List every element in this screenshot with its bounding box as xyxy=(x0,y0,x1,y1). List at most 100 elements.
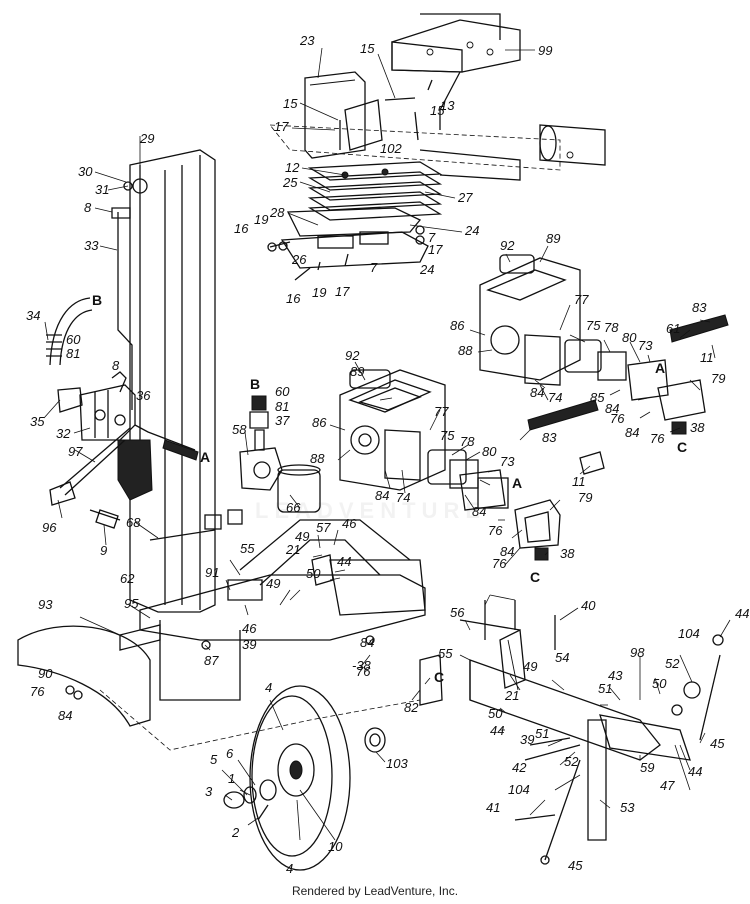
callout-label: 15 xyxy=(283,96,298,111)
callout-label: 23 xyxy=(299,33,315,48)
callout-label: 76 xyxy=(492,556,507,571)
callout-label: 28 xyxy=(269,205,285,220)
callout-label: 13 xyxy=(440,98,455,113)
column xyxy=(117,149,216,613)
callout-label: 4 xyxy=(265,680,272,695)
callout-label: 79 xyxy=(578,490,592,505)
callout-label: 8 xyxy=(84,200,92,215)
callout-label: 50 xyxy=(306,566,321,581)
callout-label: 24 xyxy=(464,223,479,238)
callout-label: 62 xyxy=(120,571,135,586)
pipe-a-end xyxy=(162,439,199,461)
callout-label: 58 xyxy=(232,422,247,437)
callout-label: 59 xyxy=(640,760,654,775)
callout-label: 4 xyxy=(286,861,293,876)
callout-label: 32 xyxy=(56,426,71,441)
callout-label: 53 xyxy=(620,800,635,815)
coupler-right xyxy=(564,314,729,435)
callout-label: 52 xyxy=(564,754,579,769)
top-bolts xyxy=(267,79,433,281)
callout-label: 12 xyxy=(285,160,300,175)
callout-label: 90 xyxy=(38,666,53,681)
callout-label: 57 xyxy=(316,520,331,535)
leader-lines xyxy=(43,47,731,841)
connection-letter: B xyxy=(92,292,102,308)
callout-label: 74 xyxy=(548,390,562,405)
callout-label: 75 xyxy=(586,318,601,333)
callout-label: 81 xyxy=(275,399,289,414)
callout-label: 17 xyxy=(335,284,350,299)
callout-label: 33 xyxy=(84,238,99,253)
callout-label: 6 xyxy=(226,746,234,761)
callout-label: 80 xyxy=(482,444,497,459)
callout-label: 11 xyxy=(700,350,714,365)
callout-label: 86 xyxy=(312,415,327,430)
callout-label: 84 xyxy=(500,544,514,559)
callout-label: 79 xyxy=(711,371,725,386)
callout-label: 88 xyxy=(458,343,473,358)
coupler-center xyxy=(427,449,509,511)
callout-label: 37 xyxy=(275,413,290,428)
footer-credit: Rendered by LeadVenture, Inc. xyxy=(291,884,459,898)
callout-label: 3 xyxy=(205,784,213,799)
callout-label: 51 xyxy=(535,726,549,741)
callout-label: 9 xyxy=(100,543,107,558)
engine-right xyxy=(479,254,581,386)
callout-label: 66 xyxy=(286,500,301,515)
callout-label: 50 xyxy=(488,706,503,721)
chains xyxy=(540,634,724,865)
callout-label: 39 xyxy=(242,637,256,652)
callout-label: 49 xyxy=(266,576,280,591)
misc-fasteners xyxy=(65,509,701,821)
hydraulic-line xyxy=(111,207,133,410)
callout-label: 49 xyxy=(523,659,537,674)
callout-label: 45 xyxy=(710,736,725,751)
callout-label: 60 xyxy=(66,332,81,347)
connection-letter: C xyxy=(434,669,444,685)
callout-label: 83 xyxy=(542,430,557,445)
callout-labels: 23 15 99 15 13 15 17 102 12 25 27 29 30 … xyxy=(26,33,749,876)
callout-label: 16 xyxy=(234,221,249,236)
connection-letter: C xyxy=(677,439,687,455)
callout-label: 76 xyxy=(610,411,625,426)
callout-label: 15 xyxy=(430,103,445,118)
base-frame xyxy=(99,519,426,751)
callout-label: 80 xyxy=(622,330,637,345)
callout-label: 41 xyxy=(486,800,500,815)
callout-label: 73 xyxy=(500,454,515,469)
callout-label: 21 xyxy=(285,542,300,557)
callout-label: 73 xyxy=(638,338,653,353)
callout-label: 7 xyxy=(428,230,436,245)
callout-label: 78 xyxy=(604,320,619,335)
callout-label: 86 xyxy=(450,318,465,333)
callout-label: 44 xyxy=(490,723,504,738)
callout-label: 76 xyxy=(650,431,665,446)
callout-label: 19 xyxy=(254,212,268,227)
callout-label: 98 xyxy=(630,645,645,660)
callout-label: 61 xyxy=(666,321,680,336)
hitch-tongue xyxy=(459,619,691,841)
callout-label: 56 xyxy=(450,605,465,620)
callout-label: 84 xyxy=(530,385,544,400)
callout-label: 99 xyxy=(538,43,552,58)
callout-label: 40 xyxy=(581,598,596,613)
callout-label: 17 xyxy=(428,242,443,257)
callout-label: 93 xyxy=(38,597,53,612)
callout-label: 1 xyxy=(228,771,235,786)
callout-label: 2 xyxy=(231,825,240,840)
callout-label: 5 xyxy=(210,752,218,767)
callout-label: 44 xyxy=(688,764,702,779)
pipe-a xyxy=(134,424,196,451)
callout-label: 51 xyxy=(598,681,612,696)
callout-label: 44 xyxy=(735,606,749,621)
callout-label: 77 xyxy=(574,292,589,307)
callout-label: 85 xyxy=(590,390,605,405)
callout-label: 84 xyxy=(605,401,619,416)
callout-label: 46 xyxy=(242,621,257,636)
callout-label: 52 xyxy=(665,656,680,671)
callout-label: 50 xyxy=(652,676,667,691)
connection-letter: C xyxy=(530,569,540,585)
callout-label: 21 xyxy=(504,688,519,703)
mounting-bracket xyxy=(391,13,521,130)
